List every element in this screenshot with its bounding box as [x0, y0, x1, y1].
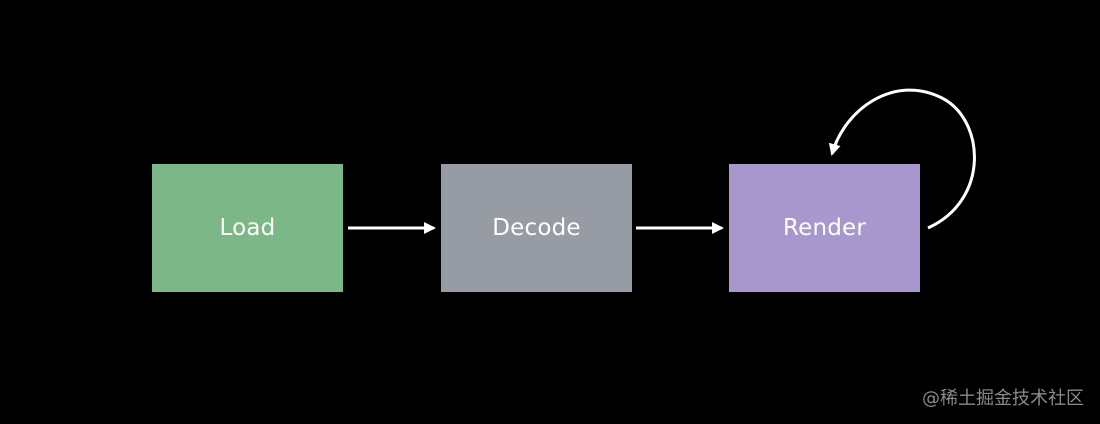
render-node-label: Render: [782, 215, 867, 241]
load-node: Load: [152, 164, 343, 292]
load-node-label: Load: [219, 215, 276, 241]
watermark-text: @稀土掘金技术社区: [922, 388, 1084, 409]
decode-node: Decode: [441, 164, 632, 292]
decode-node-label: Decode: [492, 215, 581, 241]
render-node: Render: [729, 164, 920, 292]
